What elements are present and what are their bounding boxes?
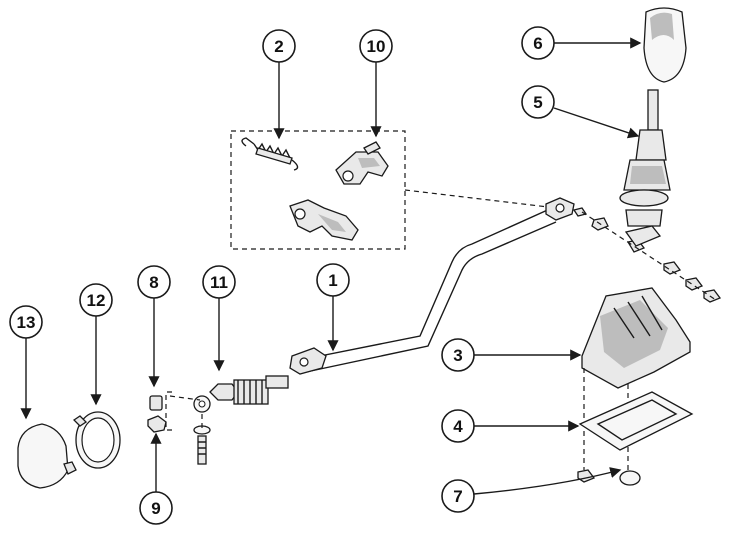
part-nut-9	[147, 415, 167, 433]
callout-13: 13	[9, 305, 43, 339]
svg-text:9: 9	[151, 499, 160, 518]
part-bolt-washer	[193, 414, 211, 465]
callout-1: 1	[316, 263, 350, 297]
svg-text:3: 3	[453, 346, 462, 365]
svg-text:8: 8	[149, 273, 158, 292]
callout-6: 6	[521, 26, 555, 60]
callout-8: 8	[137, 265, 171, 299]
leader-lines	[20, 37, 642, 495]
callout-11: 11	[202, 265, 236, 299]
svg-text:11: 11	[210, 273, 228, 292]
part-gear-lever	[619, 89, 671, 247]
svg-text:12: 12	[87, 291, 106, 310]
svg-text:7: 7	[453, 487, 462, 506]
callout-2: 2	[262, 29, 296, 63]
svg-text:13: 13	[17, 313, 36, 332]
callout-12: 12	[79, 283, 113, 317]
part-gasket	[578, 391, 694, 451]
part-clamp-ring	[72, 411, 121, 469]
svg-text:1: 1	[328, 271, 337, 290]
svg-text:6: 6	[533, 34, 542, 53]
part-bracket-10	[335, 141, 389, 185]
svg-text:5: 5	[533, 93, 542, 112]
fastener-bracket-marker	[165, 391, 172, 431]
part-spring	[241, 137, 299, 171]
part-knob	[643, 7, 687, 83]
part-lever-bracket	[289, 199, 359, 241]
parts-group-box	[230, 130, 549, 250]
part-boot	[17, 423, 77, 489]
callout-3: 3	[441, 338, 475, 372]
part-lever-housing	[581, 287, 691, 470]
svg-text:4: 4	[453, 417, 463, 436]
callout-7: 7	[441, 479, 475, 513]
callout-4: 4	[441, 409, 475, 443]
part-shift-rod	[289, 197, 575, 375]
part-clip-7	[619, 470, 641, 486]
part-adjuster	[169, 375, 289, 413]
part-bush-8	[149, 395, 163, 411]
callout-5: 5	[521, 85, 555, 119]
svg-text:10: 10	[367, 37, 386, 56]
part-nut-bottom	[577, 469, 596, 483]
svg-text:2: 2	[274, 37, 283, 56]
callout-10: 10	[359, 29, 393, 63]
callout-9: 9	[139, 491, 173, 525]
